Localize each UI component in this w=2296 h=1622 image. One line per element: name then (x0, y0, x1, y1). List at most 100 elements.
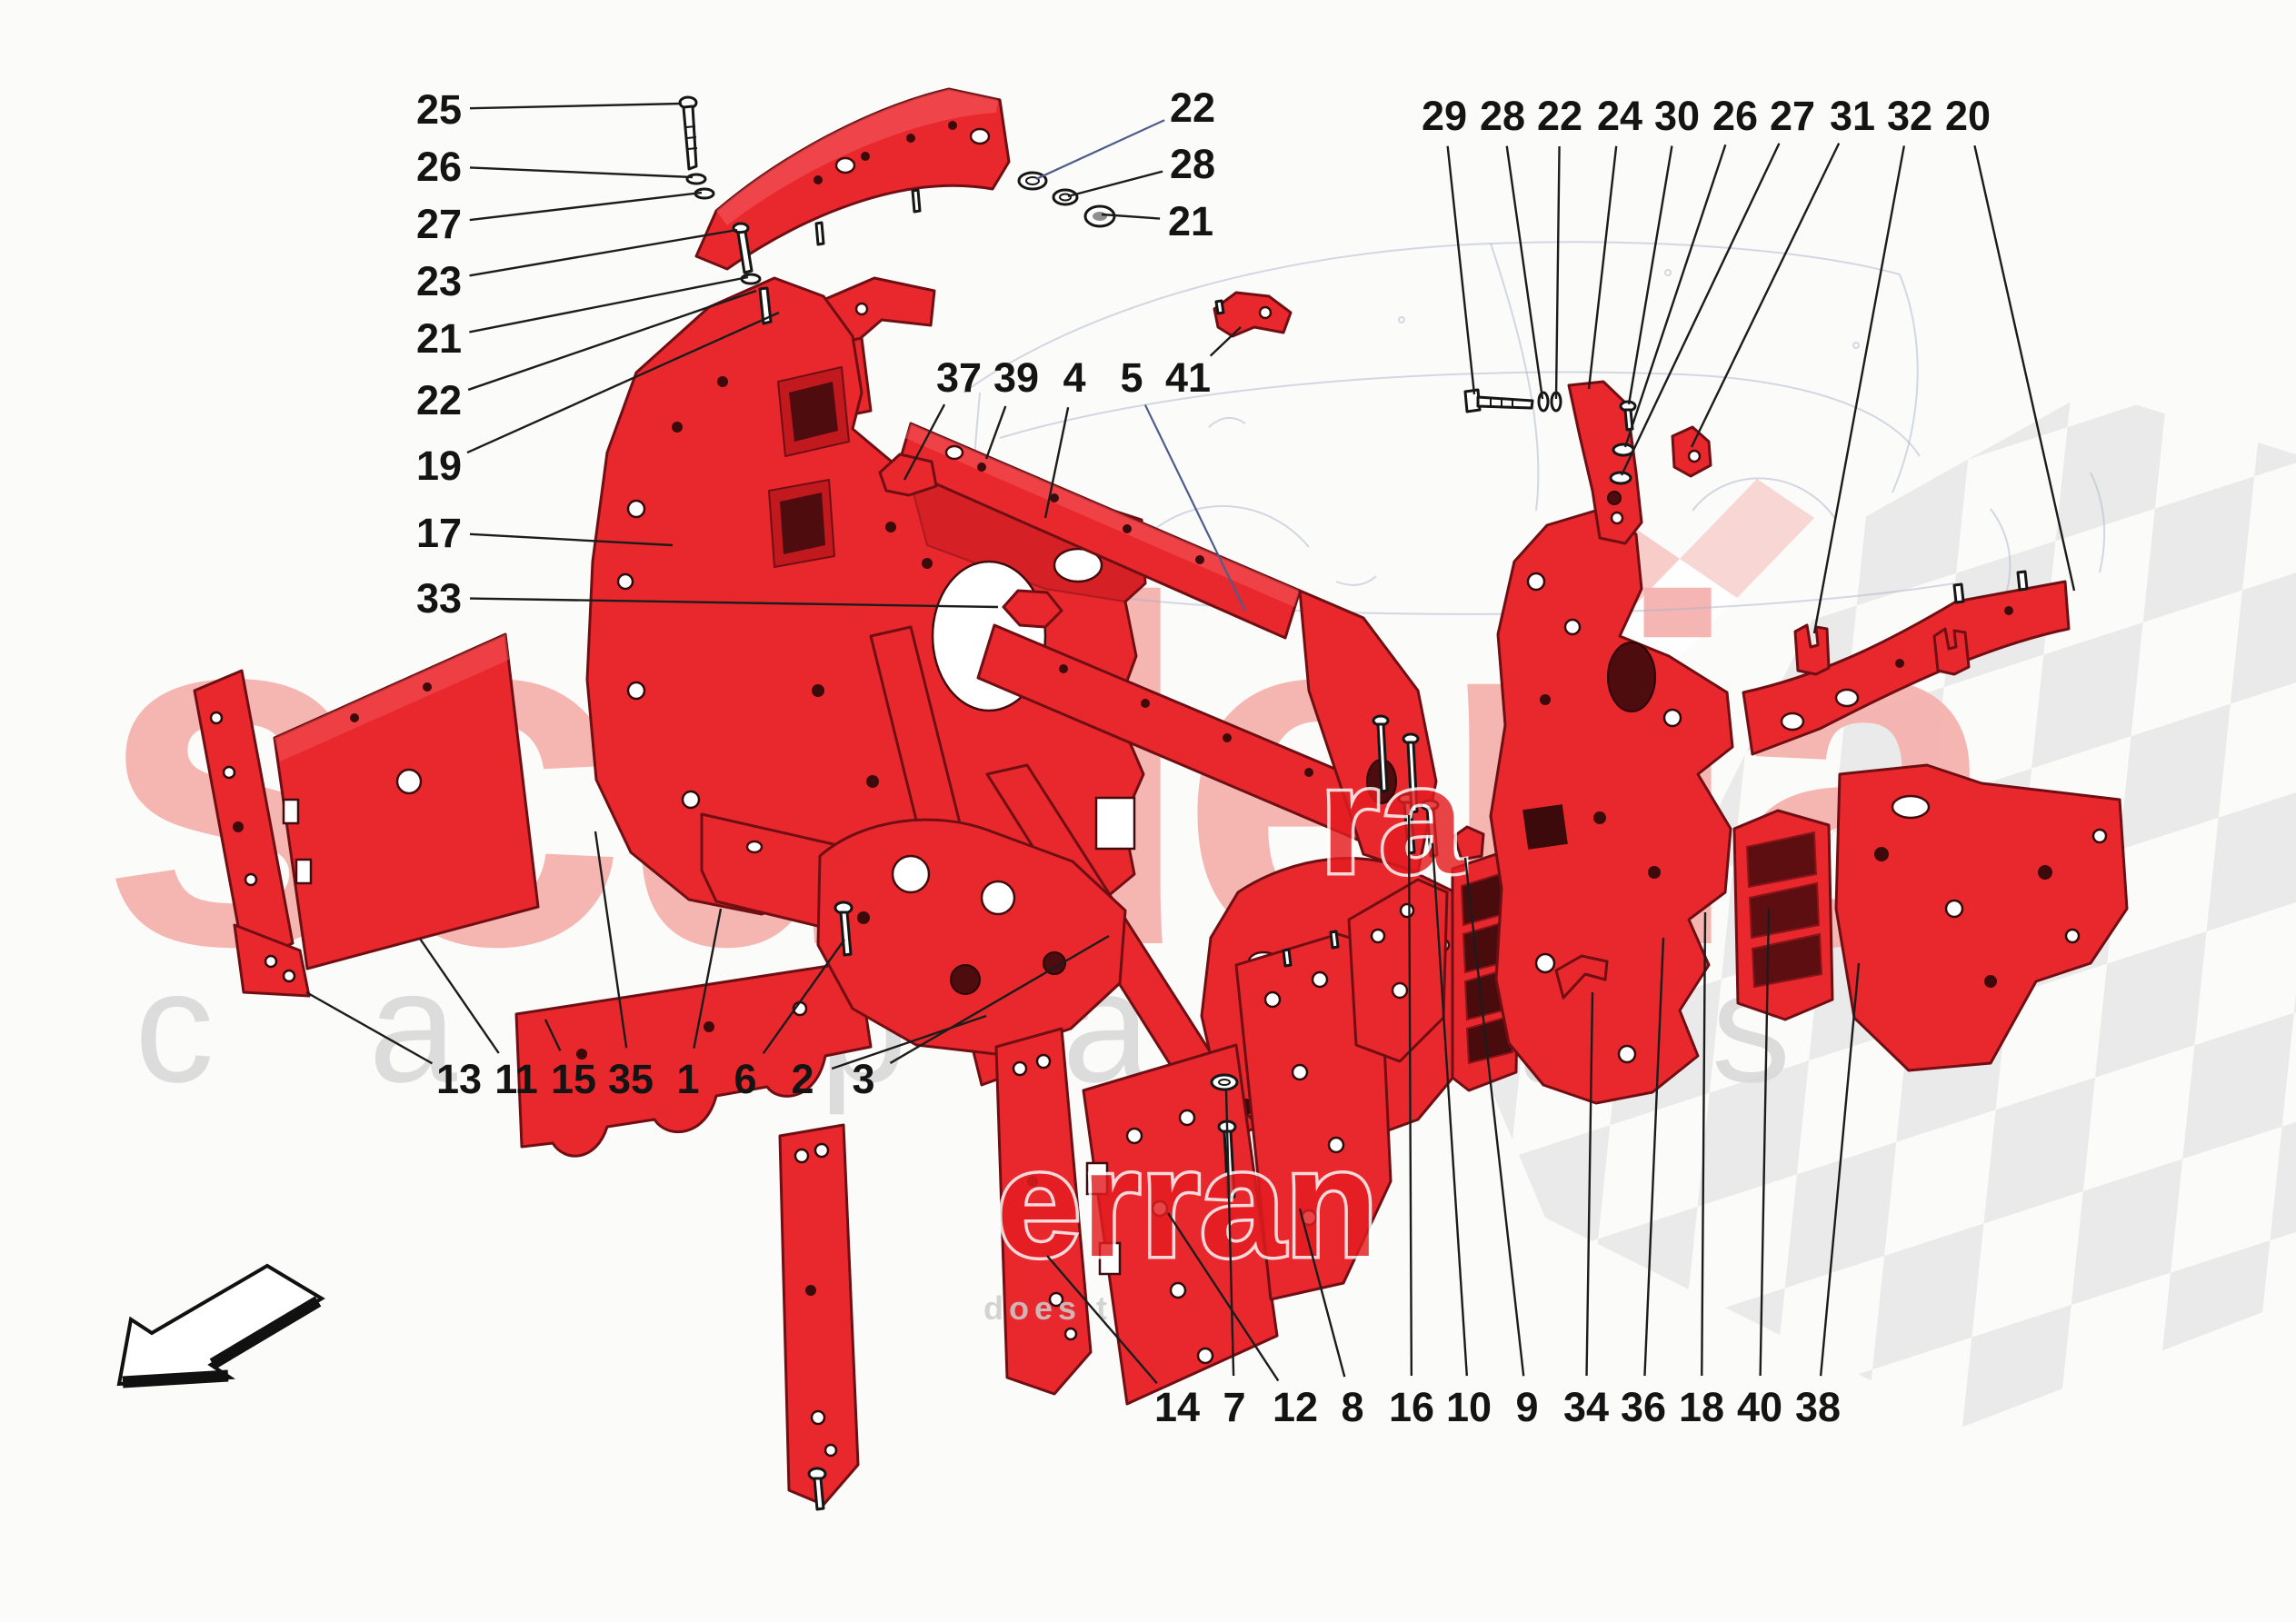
part-column-40 (1732, 809, 1834, 1021)
callout-34-42: 34 (1563, 1384, 1609, 1430)
callout-26-1: 26 (416, 144, 462, 190)
parts-layer (193, 87, 2129, 1507)
part-strip-13 (193, 669, 311, 998)
fasteners-layer (678, 95, 1637, 1511)
callout-39-13: 39 (993, 354, 1039, 401)
stud-pair-icon (1372, 714, 1420, 814)
callout-40-45: 40 (1737, 1384, 1782, 1430)
part-frame-rail-upper-4 (896, 422, 1302, 640)
washer-26-icon (685, 173, 707, 185)
callout-38-46: 38 (1795, 1384, 1841, 1430)
callout-25-0: 25 (416, 86, 462, 133)
callout-20-26: 20 (1945, 93, 1991, 139)
leader-39-13 (984, 405, 1007, 460)
leader-26-22 (1623, 144, 1727, 448)
part-rail-20 (1742, 570, 2071, 756)
part-scalloped-panel (514, 960, 873, 1158)
callout-9-41: 9 (1515, 1384, 1538, 1430)
leader-20-26 (1973, 144, 2076, 592)
callout-6-32: 6 (734, 1056, 756, 1102)
washer-26b-icon (1612, 443, 1635, 457)
callout-26-22: 26 (1712, 93, 1758, 139)
callout-29-17: 29 (1422, 93, 1467, 139)
leader-22-19 (1554, 145, 1561, 400)
callout-30-21: 30 (1654, 93, 1700, 139)
leader-35-30 (594, 831, 628, 1049)
callout-4-14: 4 (1063, 354, 1085, 401)
callout-37-12: 37 (936, 354, 982, 401)
leader-5-15 (1143, 404, 1246, 612)
callout-5-15: 5 (1120, 354, 1143, 401)
part-clip-9 (1452, 825, 1485, 861)
leader-28-18 (1505, 145, 1544, 400)
leader-4-14 (1043, 407, 1070, 519)
part-clip-33 (1002, 589, 1063, 629)
leader-34-42 (1585, 991, 1594, 1377)
part-hook-34 (1554, 954, 1609, 1000)
leader-29-17 (1446, 145, 1476, 395)
stud-30-icon (1619, 400, 1637, 432)
leader-12-37 (1166, 1212, 1280, 1382)
part-fork-bracket-32 (1793, 623, 1831, 676)
leader-18-44 (1701, 911, 1707, 1377)
callout-12-37: 12 (1273, 1384, 1318, 1430)
part-tower-right-18 (1489, 507, 1734, 1105)
callout-21-11: 21 (1168, 198, 1213, 244)
leader-21-4 (469, 275, 749, 333)
leader-16-39 (1407, 814, 1413, 1377)
bolt-bracket-icon (807, 1467, 827, 1511)
bolt-29-icon (1463, 388, 1534, 413)
leader-lines (305, 102, 2076, 1385)
leader-41-16 (1209, 326, 1242, 357)
callout-15-29: 15 (551, 1056, 596, 1102)
callout-31-24: 31 (1830, 93, 1875, 139)
callout-23-3: 23 (416, 258, 462, 304)
leader-1-31 (693, 908, 723, 1049)
part-bracket-31 (1671, 425, 1712, 478)
callout-13-27: 13 (436, 1056, 482, 1102)
direction-arrow (116, 1263, 325, 1388)
callout-7-36: 7 (1223, 1384, 1245, 1430)
callout-3-34: 3 (852, 1056, 874, 1102)
cap-21-icon (1083, 204, 1116, 228)
part-strip-24 (1567, 380, 1643, 545)
leader-17-7 (469, 532, 674, 547)
part-sill-end-bracket (778, 1123, 860, 1507)
callout-22-19: 22 (1537, 93, 1582, 139)
leader-27-23 (1620, 143, 1781, 476)
callout-27-2: 27 (416, 201, 462, 247)
leader-14-35 (1046, 1255, 1158, 1385)
leader-24-20 (1587, 145, 1618, 390)
callout-17-7: 17 (416, 510, 462, 556)
washer-22-icon (1017, 171, 1048, 191)
washer-27b-icon (1609, 471, 1632, 485)
leader-11-28 (419, 938, 500, 1054)
part-bracket-14 (994, 1027, 1093, 1396)
callout-8-38: 8 (1341, 1384, 1363, 1430)
callout-22-9: 22 (1170, 85, 1215, 131)
leader-19-6 (466, 311, 780, 454)
ring-28-icon (1052, 188, 1079, 206)
leader-22-9 (1035, 119, 1165, 180)
callout-2-33: 2 (791, 1056, 814, 1102)
car-body-sketch (963, 241, 2106, 615)
leader-7-36 (1224, 1090, 1235, 1377)
leader-22-5 (467, 289, 757, 392)
leader-10-40 (1431, 842, 1469, 1377)
leader-25-0 (469, 102, 683, 110)
overlay-watermark-secondary: ra (1320, 734, 1465, 905)
callout-32-25: 32 (1887, 93, 1932, 139)
leader-40-45 (1759, 908, 1771, 1377)
leader-15-29 (544, 1019, 562, 1051)
leader-38-46 (1819, 962, 1861, 1377)
fine-print-watermark: does t (983, 1289, 1113, 1327)
leader-28-10 (1067, 170, 1163, 198)
part-slab-8 (1234, 930, 1393, 1301)
callout-28-10: 28 (1170, 141, 1215, 187)
callout-28-18: 28 (1480, 93, 1525, 139)
leader-37-12 (903, 403, 946, 481)
leader-36-43 (1643, 937, 1665, 1377)
callout-21-4: 21 (416, 315, 462, 362)
